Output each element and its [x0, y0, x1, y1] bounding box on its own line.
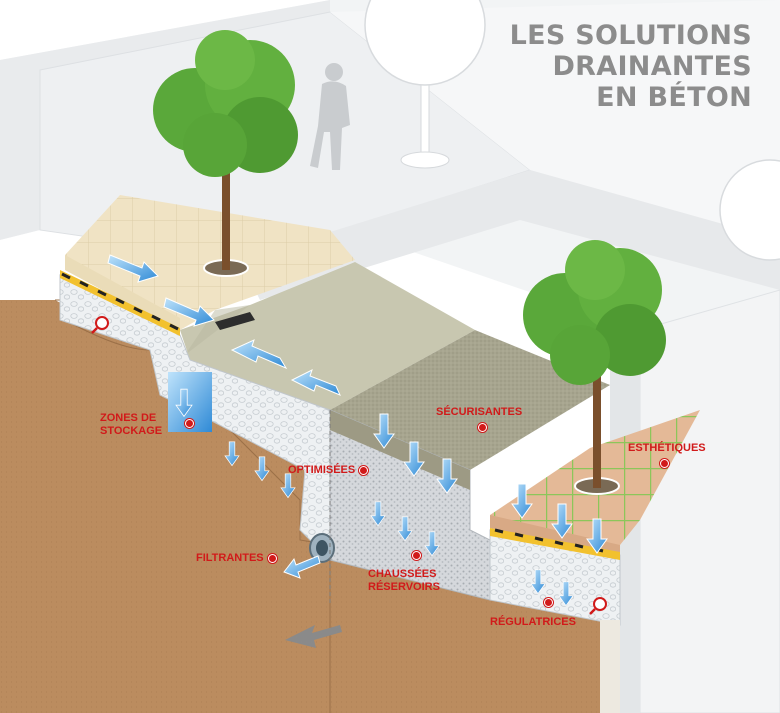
label-chaussees-line2: RÉSERVOIRS: [368, 581, 440, 593]
tree-icon: [523, 240, 666, 495]
magnifier-icon: [589, 597, 607, 615]
label-zones-line1: ZONES DE: [100, 412, 157, 424]
hotspot-dot[interactable]: [267, 553, 277, 563]
title-line-3: EN BÉTON: [596, 82, 752, 113]
label-regulatrices: RÉGULATRICES: [490, 616, 576, 629]
tree-icon: [153, 30, 298, 277]
label-securisantes: SÉCURISANTES: [436, 406, 522, 419]
label-filtrantes-text: FILTRANTES: [196, 552, 264, 564]
outflow-arrow-icon: [283, 555, 321, 579]
outlet-arrow-icon: [285, 625, 342, 648]
label-chaussees-reservoirs: CHAUSSÉES RÉSERVOIRS: [368, 568, 440, 594]
background-tree-icon: [364, 0, 486, 169]
label-chaussees-line1: CHAUSSÉES: [368, 568, 437, 580]
label-esthetiques-text: ESTHÉTIQUES: [628, 442, 706, 454]
label-optimisees: OPTIMISÉES: [288, 464, 369, 477]
label-securisantes-text: SÉCURISANTES: [436, 406, 523, 418]
label-regulatrices-text: RÉGULATRICES: [490, 616, 576, 628]
hotspot-dot[interactable]: [359, 465, 369, 475]
label-zones-stockage: ZONES DE STOCKAGE: [100, 412, 162, 438]
hotspot-dot[interactable]: [544, 598, 553, 607]
person-icon: [310, 63, 350, 170]
title-line-2: DRAINANTES: [552, 51, 752, 82]
hotspot-dot[interactable]: [478, 423, 487, 432]
title-line-1: LES SOLUTIONS: [509, 20, 752, 51]
label-filtrantes: FILTRANTES: [196, 552, 277, 565]
label-esthetiques: ESTHÉTIQUES: [628, 442, 706, 455]
hotspot-dot[interactable]: [185, 419, 194, 428]
drain-pipe-icon: [309, 533, 335, 563]
background-tree-right-icon: [719, 159, 780, 261]
cross-section-face: [0, 270, 621, 713]
hotspot-dot[interactable]: [412, 551, 421, 560]
label-optimisees-text: OPTIMISÉES: [288, 464, 356, 476]
label-zones-line2: STOCKAGE: [100, 425, 163, 437]
page-title: LES SOLUTIONS DRAINANTES EN BÉTON: [492, 20, 752, 113]
flow-arrow-icon: [107, 254, 341, 396]
magnifier-icon: [91, 316, 109, 334]
hotspot-dot[interactable]: [660, 459, 669, 468]
